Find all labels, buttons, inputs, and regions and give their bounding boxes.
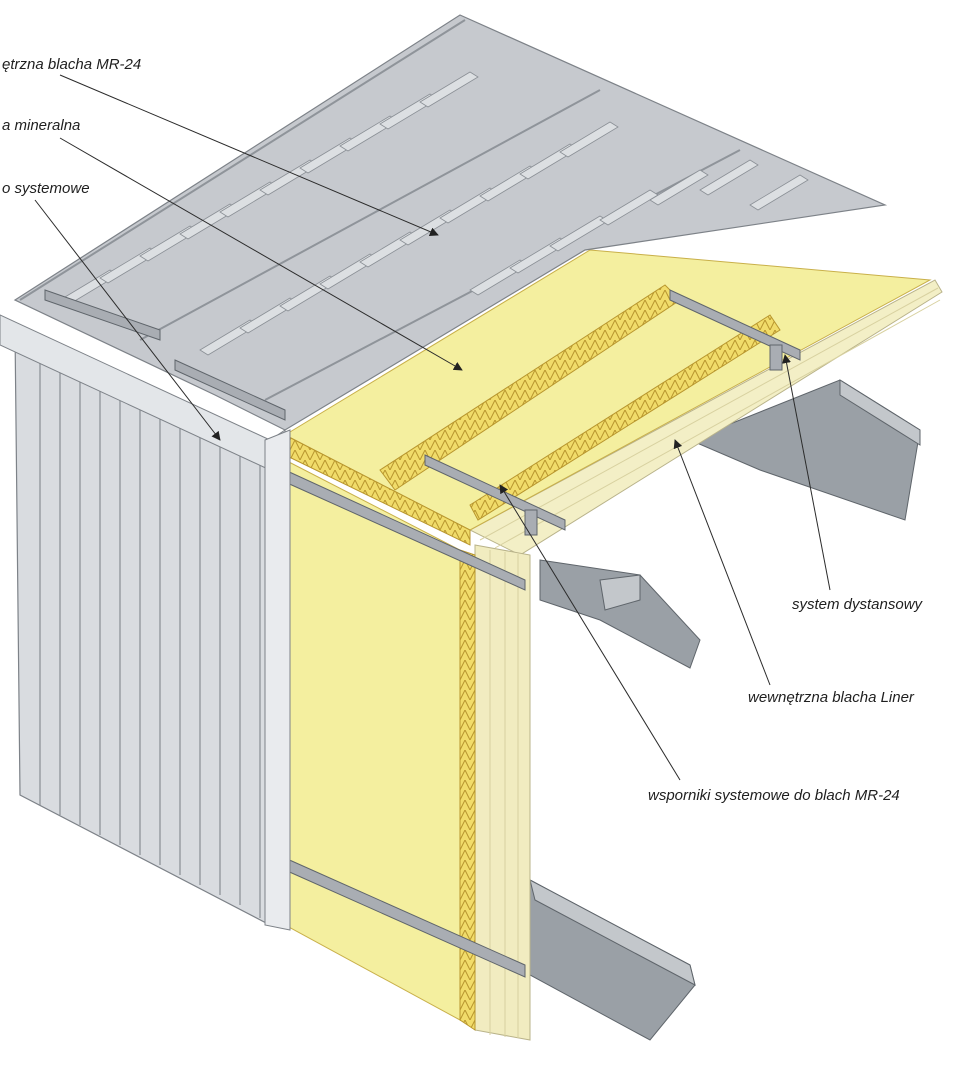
purlin-middle-flange: [599, 574, 641, 611]
purlins: [529, 379, 921, 1041]
roof-strut: [44, 289, 161, 341]
leader-lines: [34, 74, 831, 781]
leader-spacer-system: [782, 354, 831, 591]
spacer-bracket-1: [669, 289, 801, 361]
wall-sheet-ribs: [39, 345, 261, 918]
label-outer-sheet: ętrzna blacha MR-24: [2, 56, 141, 73]
label-brackets-mr24: wsporniki systemowe do blach MR-24: [648, 787, 900, 804]
spacer-post-1: [769, 344, 783, 371]
callout-labels: ętrzna blacha MR-24 a mineralna o system…: [2, 56, 924, 804]
purlin-middle: [539, 559, 701, 669]
purlin-lower-flange: [529, 879, 696, 986]
spacer-system-brackets: [44, 289, 801, 536]
leader-system-bracket: [34, 199, 221, 441]
leader-mineral-wool: [59, 137, 463, 371]
leader-brackets-mr24: [499, 484, 681, 781]
roof-insulation-step-2: [469, 314, 781, 521]
label-inner-liner: wewnętrzna blacha Liner: [748, 689, 915, 706]
leader-outer-sheet: [59, 74, 439, 236]
purlin-upper: [688, 379, 921, 521]
leader-inner-liner: [673, 439, 771, 686]
roof-sheet-ribs: [59, 71, 809, 356]
label-system-bracket: o systemowe: [2, 180, 90, 197]
spacer-post-2: [524, 509, 538, 536]
purlin-upper-flange: [839, 379, 921, 446]
roof-insulation: [283, 249, 932, 546]
label-spacer-system: system dystansowy: [792, 596, 924, 613]
wall-insulation-edge: [459, 549, 476, 1031]
roof-strut-2: [174, 359, 286, 421]
outer-wall-sheet: [0, 314, 291, 931]
corner-trim: [264, 429, 291, 931]
outer-roof-sheet: [13, 14, 888, 431]
label-mineral-wool: a mineralna: [2, 117, 80, 134]
